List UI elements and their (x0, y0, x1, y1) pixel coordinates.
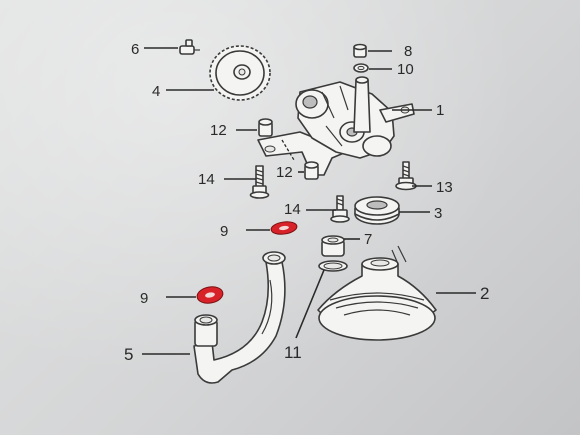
callout-5: 5 (124, 345, 133, 364)
callout-14-left: 14 (198, 171, 215, 188)
callout-13: 13 (436, 179, 453, 196)
part-5-oil-pipe (193, 251, 286, 384)
part-9-gasket-lower (196, 286, 224, 304)
callout-labels: 8 10 6 4 1 12 14 12 13 14 3 9 7 9 2 5 11 (124, 41, 489, 364)
part-9-gasket-upper (270, 221, 298, 235)
part-3-seal (354, 196, 400, 225)
part-8-nut (353, 43, 367, 58)
part-12-collar-upper (258, 118, 273, 137)
callout-12-lower: 12 (276, 164, 293, 181)
callout-7: 7 (364, 231, 372, 248)
part-12-collar-lower (304, 161, 319, 180)
part-2-oil-strainer (317, 245, 437, 341)
callout-2: 2 (480, 284, 489, 303)
part-4-sprocket (209, 45, 271, 101)
part-14-bolt-left (249, 165, 270, 199)
callout-12-upper: 12 (210, 122, 227, 139)
callout-10: 10 (397, 61, 414, 78)
leader-lines (142, 47, 476, 355)
callout-8: 8 (404, 43, 412, 60)
part-1-oil-pump (257, 76, 415, 176)
callout-9-lower: 9 (140, 290, 148, 307)
part-7-spacer (321, 235, 345, 257)
callout-14-right: 14 (284, 201, 301, 218)
callout-4: 4 (152, 83, 160, 100)
part-14-bolt-right (330, 195, 350, 223)
part-6-screw (179, 39, 200, 55)
part-10-washer (353, 63, 369, 73)
callout-6: 6 (131, 41, 139, 58)
part-11-o-ring (318, 260, 348, 272)
callout-1: 1 (436, 102, 444, 119)
callout-3: 3 (434, 205, 442, 222)
callout-11: 11 (284, 343, 302, 362)
callout-9-upper: 9 (220, 223, 228, 240)
